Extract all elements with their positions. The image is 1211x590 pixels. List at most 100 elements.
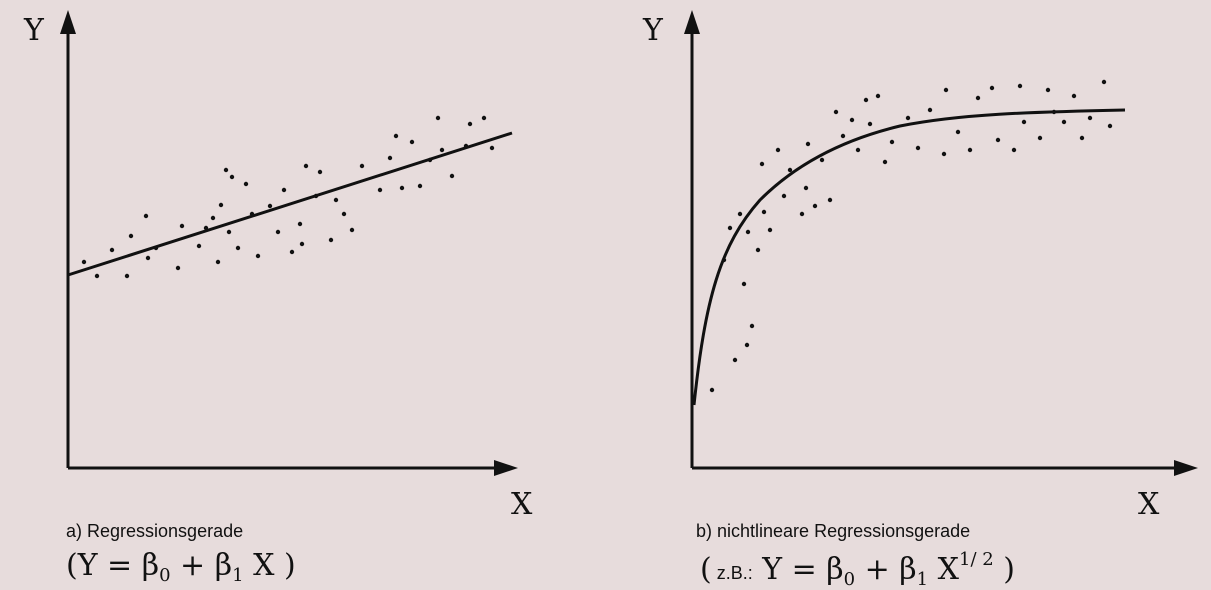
left-scatter-point — [299, 241, 305, 247]
left-caption: a) Regressionsgerade — [66, 521, 244, 541]
left-formula-plus: + β — [170, 548, 233, 583]
left-x-axis-arrow-icon — [494, 460, 518, 476]
left-y-axis-label: Y — [24, 13, 44, 48]
left-scatter-point — [427, 157, 433, 163]
left-scatter-point — [218, 202, 224, 208]
left-scatter-point — [249, 211, 255, 217]
left-scatter-point — [303, 163, 309, 169]
right-scatter-point — [781, 193, 787, 199]
left-scatter-point — [281, 187, 287, 193]
left-scatter-point — [399, 185, 405, 191]
right-scatter-point — [721, 257, 727, 263]
left-scatter-point — [255, 253, 261, 259]
left-scatter-point — [179, 223, 185, 229]
left-scatter-points — [81, 115, 495, 279]
right-scatter-point — [827, 197, 833, 203]
left-scatter-point — [449, 173, 455, 179]
left-formula-close: X ) — [243, 548, 296, 583]
right-scatter-point — [1011, 147, 1017, 153]
right-scatter-point — [755, 247, 761, 253]
left-scatter-point — [109, 247, 115, 253]
right-scatter-point — [889, 139, 895, 145]
right-scatter-point — [1021, 119, 1027, 125]
left-scatter-point — [313, 193, 319, 199]
right-scatter-point — [905, 115, 911, 121]
left-scatter-point — [94, 273, 100, 279]
right-formula-exp: 1/ 2 — [959, 549, 994, 570]
left-formula-open: (Y = β — [66, 548, 160, 583]
left-scatter-point — [81, 259, 87, 265]
left-scatter-point — [243, 181, 249, 187]
left-formula: (Y = β0 + β1 X ) — [66, 551, 296, 585]
right-scatter-point — [975, 95, 981, 101]
right-scatter-point — [882, 159, 888, 165]
right-scatter-point — [995, 137, 1001, 143]
left-scatter-point — [439, 147, 445, 153]
left-scatter-point — [467, 121, 473, 127]
right-scatter-point — [767, 227, 773, 233]
right-scatter-point — [840, 133, 846, 139]
right-scatter-point — [927, 107, 933, 113]
right-formula-open: ( — [700, 552, 712, 587]
left-scatter-point — [349, 227, 355, 233]
right-scatter-point — [803, 185, 809, 191]
left-scatter-point — [210, 215, 216, 221]
left-scatter-point — [377, 187, 383, 193]
right-scatter-point — [875, 93, 881, 99]
left-scatter-point — [175, 265, 181, 271]
right-scatter-point — [761, 209, 767, 215]
right-x-axis-label: X — [1138, 487, 1160, 522]
right-scatter-point — [1051, 109, 1057, 115]
left-scatter-point — [328, 237, 334, 243]
right-scatter-point — [1045, 87, 1051, 93]
left-scatter-point — [143, 213, 149, 219]
left-scatter-point — [435, 115, 441, 121]
right-scatter-point — [759, 161, 765, 167]
left-formula-b0-sub: 0 — [159, 565, 171, 586]
right-scatter-point — [775, 147, 781, 153]
left-scatter-point — [359, 163, 365, 169]
right-scatter-point — [805, 141, 811, 147]
right-caption: b) nichtlineare Regressionsgerade — [696, 521, 971, 541]
right-scatter-point — [819, 157, 825, 163]
right-formula-eq: Y = β — [752, 552, 844, 587]
right-formula-b1-sub: 1 — [916, 569, 929, 590]
left-scatter-point — [333, 197, 339, 203]
left-scatter-point — [297, 221, 303, 227]
right-scatter-points — [709, 79, 1113, 393]
left-scatter-point — [341, 211, 347, 217]
right-scatter-point — [955, 129, 961, 135]
left-formula-b1-sub: 1 — [232, 565, 244, 586]
right-scatter-point — [1079, 135, 1085, 141]
left-scatter-point — [145, 255, 151, 261]
right-scatter-point — [915, 145, 921, 151]
left-y-axis-arrow-icon — [60, 10, 76, 34]
left-scatter-point — [267, 203, 273, 209]
left-scatter-point — [124, 273, 130, 279]
right-scatter-point — [863, 97, 869, 103]
right-scatter-point — [737, 211, 743, 217]
right-scatter-point — [709, 387, 715, 393]
left-scatter-point — [128, 233, 134, 239]
right-scatter-point — [989, 85, 995, 91]
left-scatter-point — [226, 229, 232, 235]
right-formula-b0-sub: 0 — [843, 569, 856, 590]
right-formula: ( z.B.: Y = β0 + β1 X1/ 2 ) — [700, 551, 1015, 589]
left-scatter-point — [153, 245, 159, 251]
right-regression-curve — [692, 108, 1126, 406]
left-scatter-point — [409, 139, 415, 145]
left-scatter-point — [317, 169, 323, 175]
right-scatter-point — [1017, 83, 1023, 89]
left-scatter-point — [223, 167, 229, 173]
right-scatter-point — [744, 342, 750, 348]
left-scatter-point — [215, 259, 221, 265]
left-scatter-point — [481, 115, 487, 121]
left-scatter-point — [387, 155, 393, 161]
right-scatter-point — [849, 117, 855, 123]
right-formula-x: X — [928, 552, 960, 587]
right-scatter-point — [867, 121, 873, 127]
right-scatter-point — [745, 229, 751, 235]
right-scatter-point — [1101, 79, 1107, 85]
right-formula-plus: + β — [855, 552, 917, 587]
